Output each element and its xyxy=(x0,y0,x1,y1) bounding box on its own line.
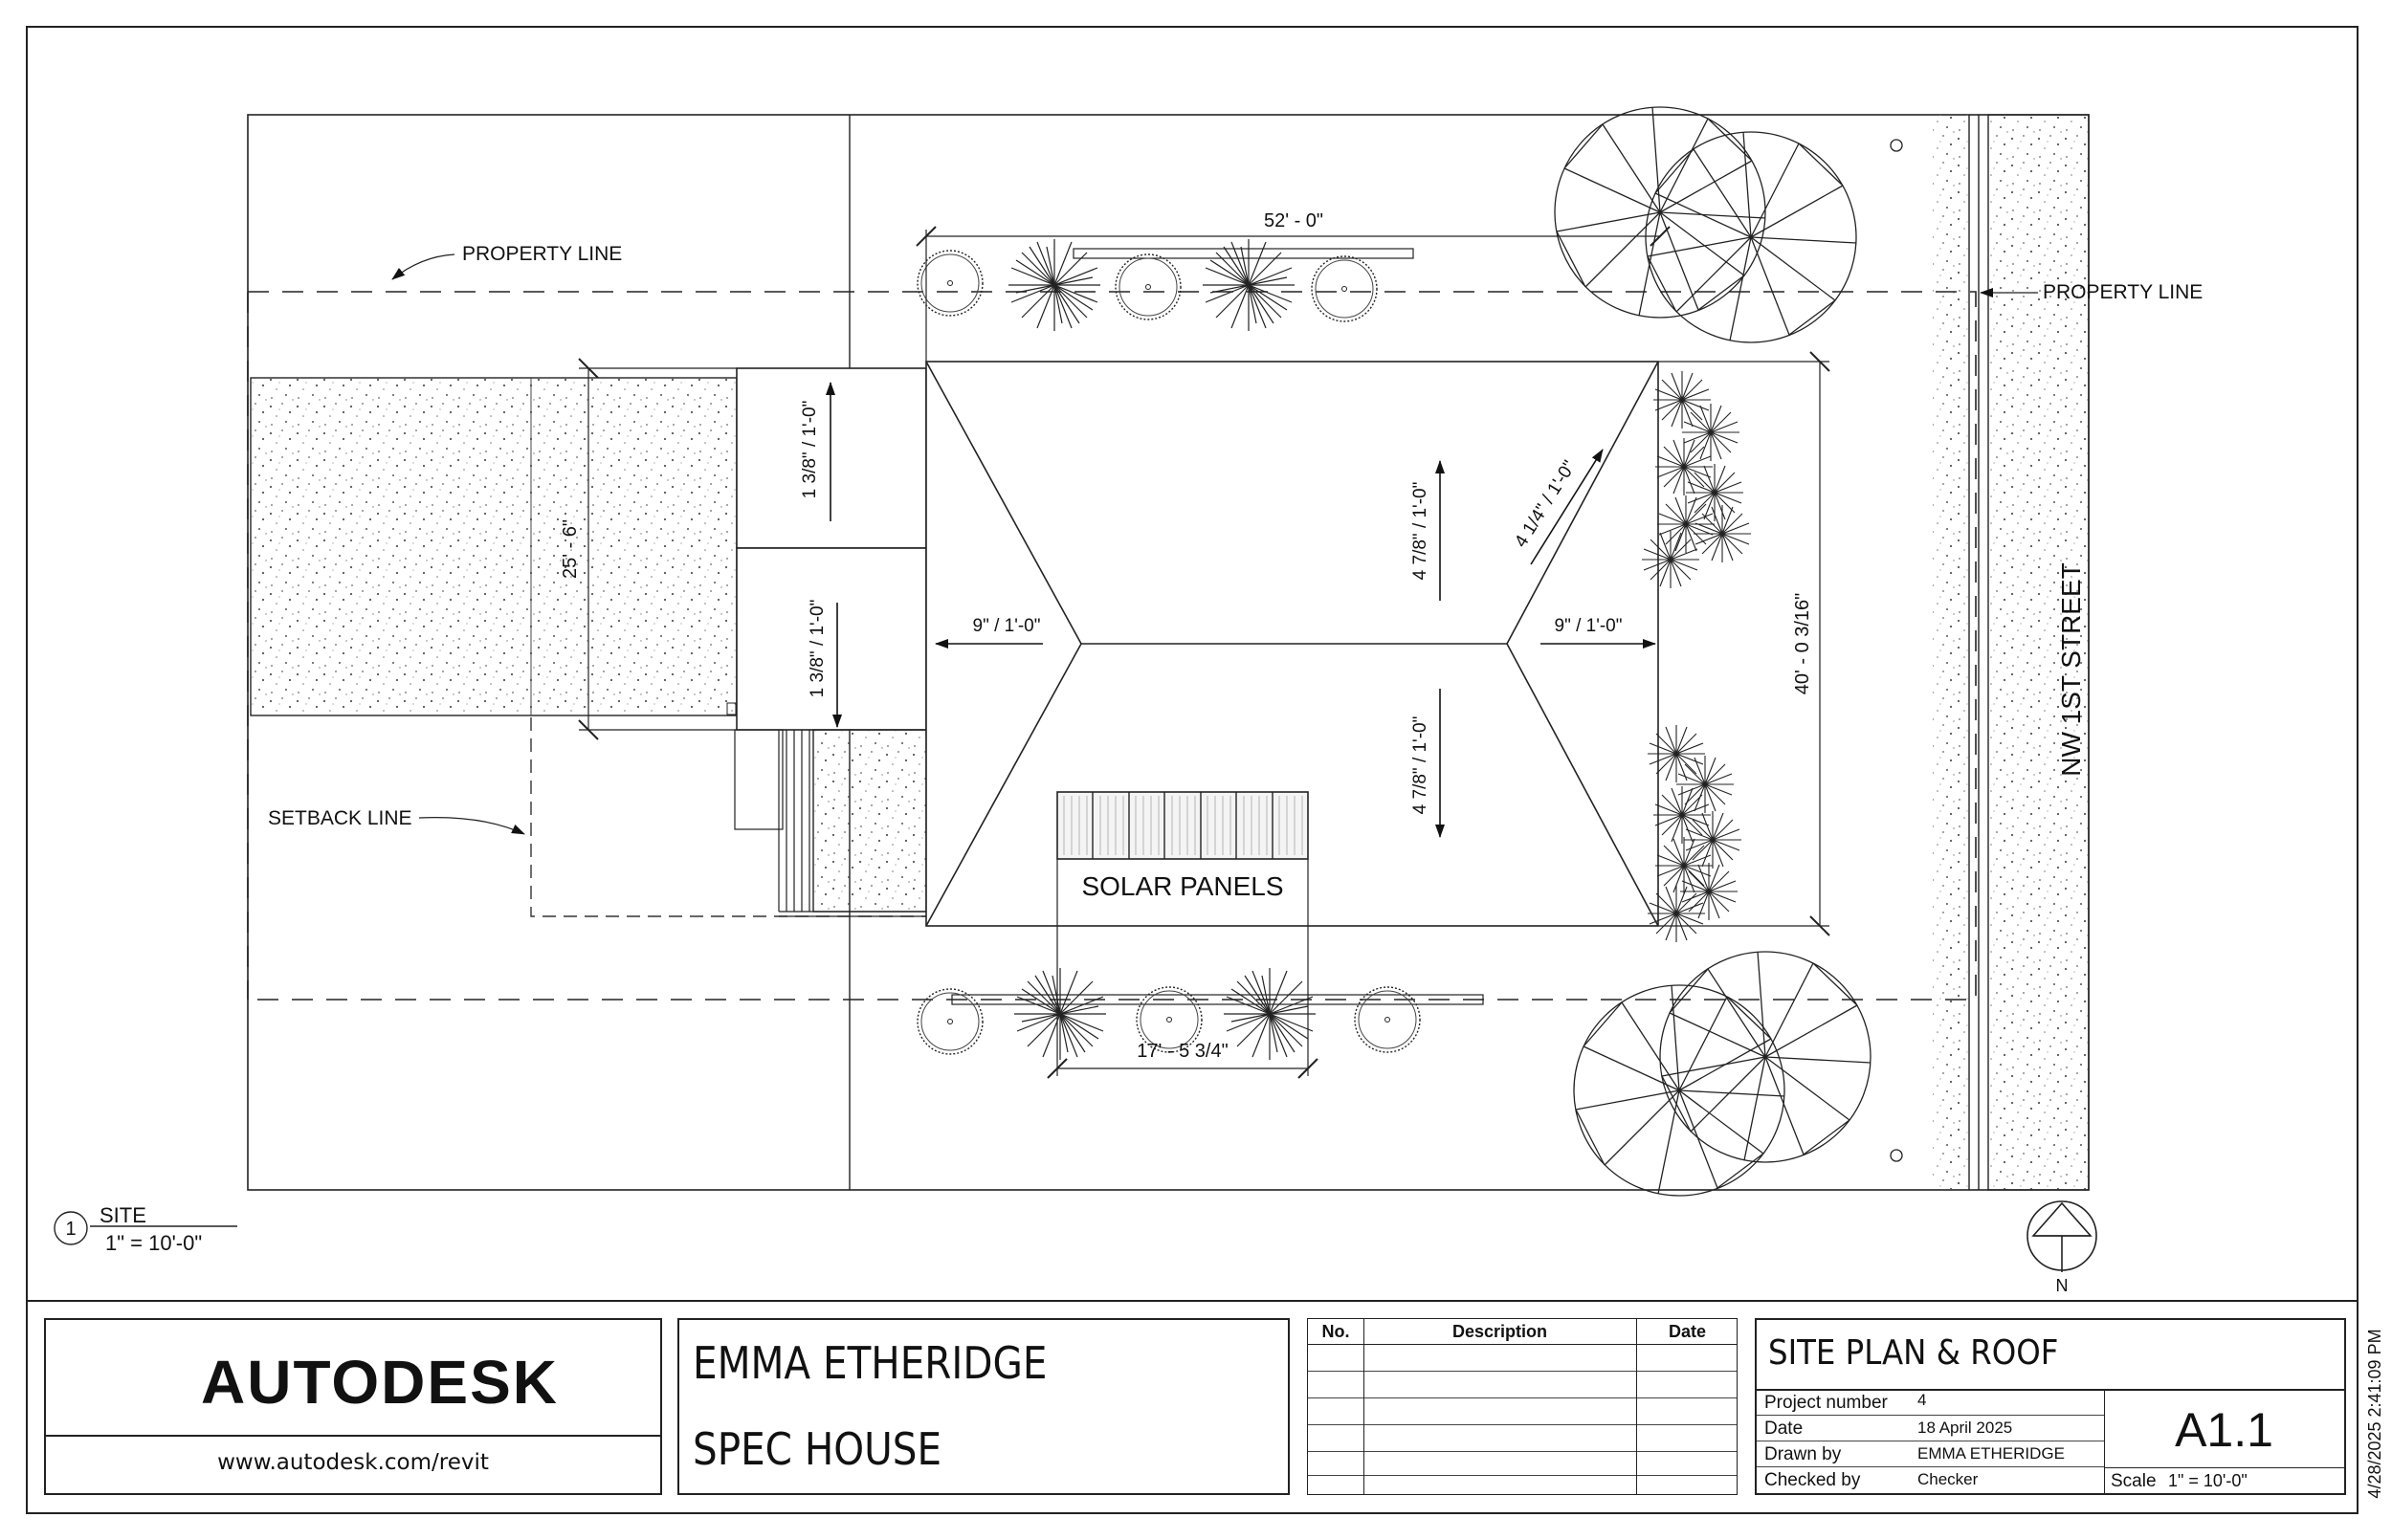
setback-line-leader xyxy=(418,817,525,835)
revision-header-no: No. xyxy=(1321,1322,1350,1341)
revision-header-date: Date xyxy=(1668,1322,1706,1341)
survey-marker xyxy=(1890,1149,1903,1162)
brand-url[interactable]: www.autodesk.com/revit xyxy=(217,1450,489,1475)
date-value: 18 April 2025 xyxy=(1917,1419,2013,1437)
setback-line xyxy=(530,717,926,917)
large-tree xyxy=(1659,951,1872,1163)
shrub xyxy=(1115,253,1182,320)
survey-marker xyxy=(1890,139,1903,152)
dimension-top-width-text: 52' - 0" xyxy=(1264,210,1323,231)
shrub xyxy=(1354,986,1421,1053)
north-label: N xyxy=(2056,1276,2069,1295)
project-number-value: 4 xyxy=(1917,1391,1927,1409)
solar-panels-label: SOLAR PANELS xyxy=(1081,871,1283,901)
south-fence xyxy=(951,994,1484,1005)
spiky-plant xyxy=(1008,238,1101,332)
property-line xyxy=(248,291,1977,1001)
spiky-plant xyxy=(1202,238,1296,332)
dimension-top-width xyxy=(916,226,1671,362)
plot-timestamp: 4/28/2025 2:41:09 PM xyxy=(2365,1329,2384,1498)
sheet-info-panel: SITE PLAN & ROOF Project number 4 Date 1… xyxy=(1755,1318,2346,1495)
driveway xyxy=(250,377,738,716)
slope-label-left-hip: 9" / 1'-0" xyxy=(973,616,1041,636)
project-number-label: Project number xyxy=(1764,1393,1888,1413)
dimension-right-depth xyxy=(1658,351,1830,936)
scale-label: Scale xyxy=(2111,1471,2157,1491)
slope-label-ridge-up: 4 7/8" / 1'-0" xyxy=(1410,482,1430,581)
property-line-label-right: PROPERTY LINE xyxy=(2043,281,2203,303)
large-tree xyxy=(1554,106,1766,319)
solar-panel-array xyxy=(1056,791,1309,860)
garage-roof-upper xyxy=(736,367,927,549)
slope-arrow-diagonal xyxy=(1530,449,1604,565)
sheet-number: A1.1 xyxy=(2175,1403,2273,1457)
drawn-by-label: Drawn by xyxy=(1764,1444,1842,1464)
dimension-left-depth-text: 25' - 6" xyxy=(560,519,581,579)
view-scale: 1" = 10'-0" xyxy=(105,1231,202,1255)
date-label: Date xyxy=(1764,1419,1804,1439)
dimension-bottom-width xyxy=(1047,859,1318,1079)
sheet-border xyxy=(26,26,2359,1514)
shrub xyxy=(1311,255,1378,322)
project-name-line-2: SPEC HOUSE xyxy=(693,1423,942,1475)
revision-table: No. Description Date xyxy=(1307,1318,1738,1495)
spiky-plant xyxy=(1013,967,1107,1061)
view-name: SITE xyxy=(100,1203,146,1227)
downspout xyxy=(726,702,737,715)
slope-label-ridge-down: 4 7/8" / 1'-0" xyxy=(1410,716,1430,815)
north-arrow xyxy=(2027,1200,2097,1272)
checked-by-value: Checker xyxy=(1917,1470,1979,1488)
sheet-title: SITE PLAN & ROOF xyxy=(1768,1333,2059,1373)
slope-label-lower-small: 1 3/8" / 1'-0" xyxy=(808,600,828,698)
scale-value: 1" = 10'-0" xyxy=(2168,1471,2248,1490)
revision-header-description: Description xyxy=(1451,1322,1548,1341)
street-name-label: NW 1ST STREET xyxy=(2056,562,2086,777)
slope-label-upper-small: 1 3/8" / 1'-0" xyxy=(800,401,820,499)
project-name-line-1: EMMA ETHERIDGE xyxy=(693,1337,1048,1389)
garage-roof-lower xyxy=(736,547,927,731)
project-name-panel: EMMA ETHERIDGE SPEC HOUSE xyxy=(677,1318,1290,1495)
property-line-label-left: PROPERTY LINE xyxy=(462,243,622,265)
shrub xyxy=(917,250,984,317)
entry-steps xyxy=(734,729,926,917)
view-number: 1 xyxy=(65,1219,76,1240)
sidewalk xyxy=(1933,115,1969,1190)
brand-panel: AUTODESK www.autodesk.com/revit xyxy=(44,1318,662,1495)
slope-label-right-hip: 9" / 1'-0" xyxy=(1555,616,1623,636)
dimension-right-depth-text: 40' - 0 3/16" xyxy=(1792,593,1813,695)
porch-slab xyxy=(812,729,927,913)
east-hedge-south xyxy=(1647,724,1742,943)
spiky-plant xyxy=(1223,967,1317,1061)
street-pavement xyxy=(1987,114,2090,1191)
drawn-by-value: EMMA ETHERIDGE xyxy=(1917,1444,2065,1463)
property-line-leader-left xyxy=(391,253,455,280)
dimension-left-depth xyxy=(578,358,737,740)
brand-name: AUTODESK xyxy=(201,1348,559,1417)
checked-by-label: Checked by xyxy=(1764,1470,1861,1490)
large-tree xyxy=(1645,131,1857,343)
view-title: 1 SITE 1" = 10'-0" xyxy=(54,1203,237,1255)
dimension-bottom-width-text: 17' - 5 3/4" xyxy=(1137,1041,1228,1062)
setback-line-label: SETBACK LINE xyxy=(268,807,412,829)
